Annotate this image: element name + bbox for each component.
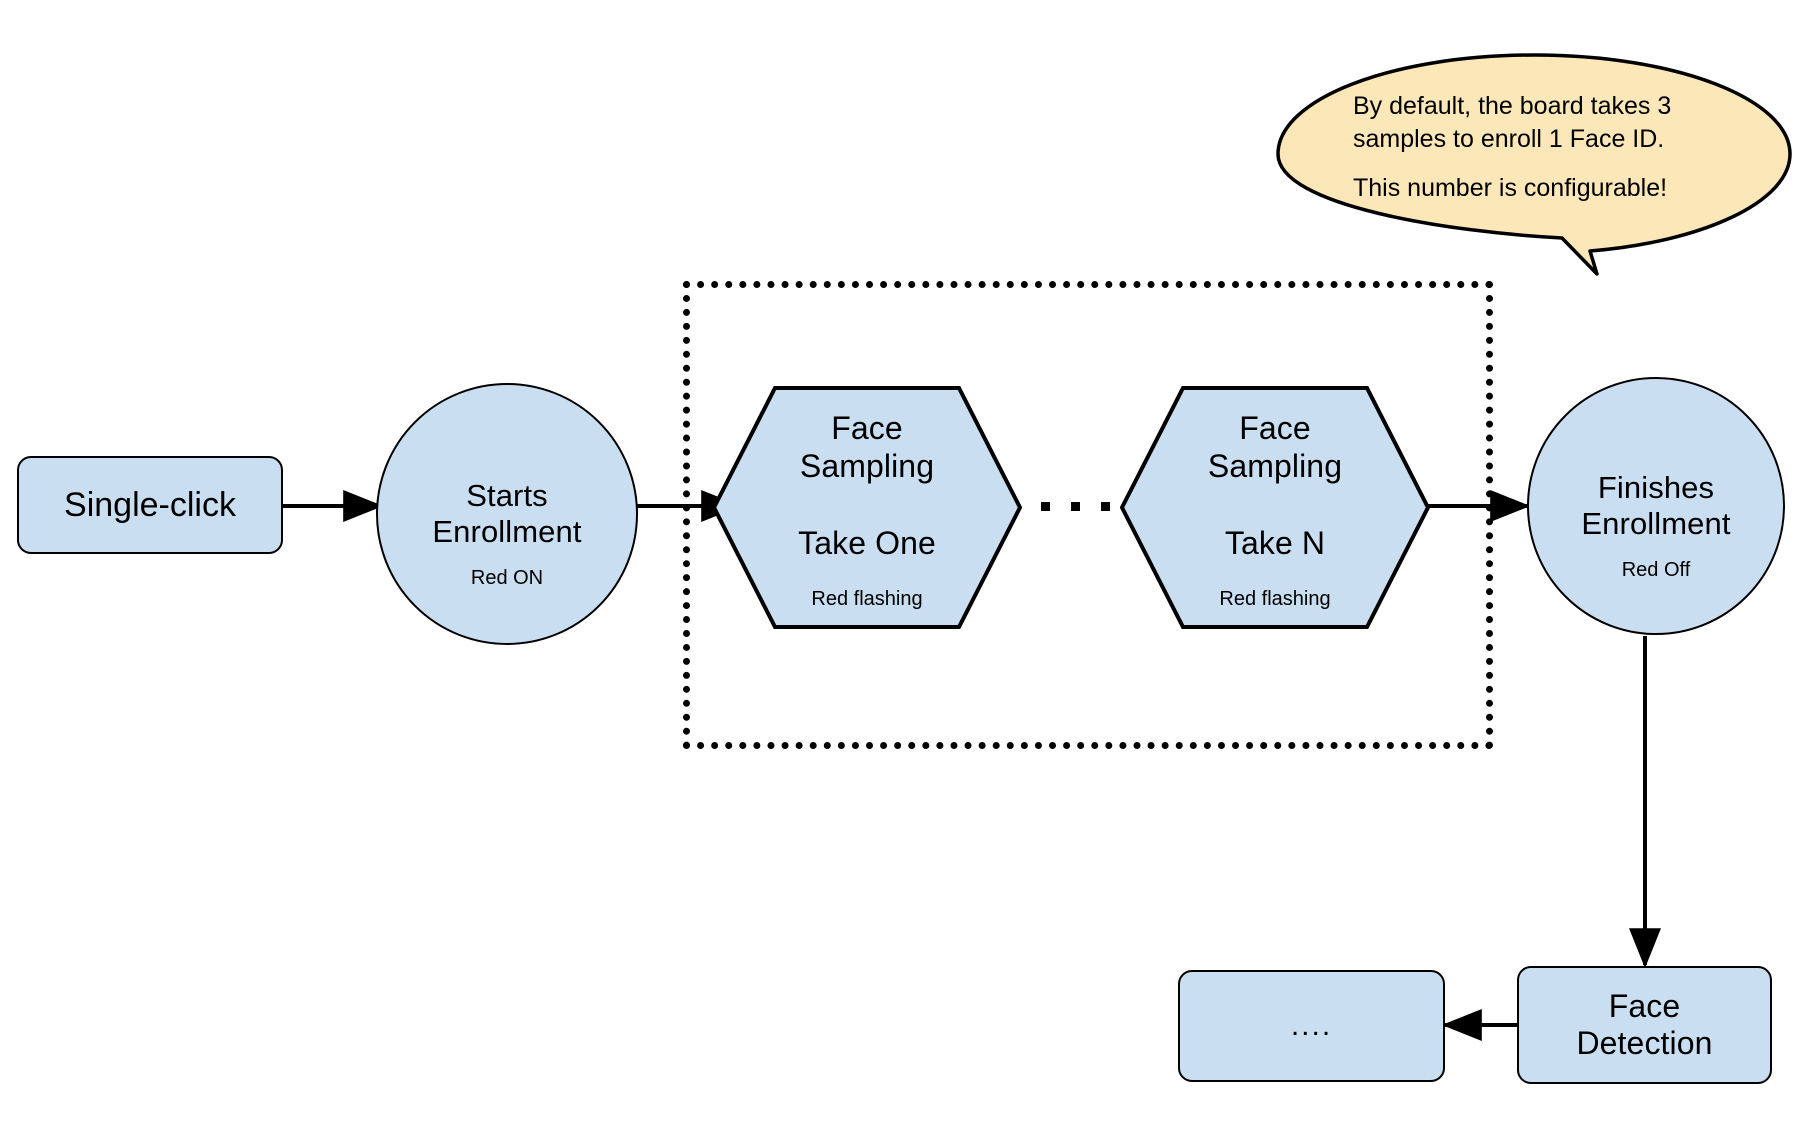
sampling-repeat-region [683, 281, 1493, 749]
ellipsis-dot [1071, 502, 1080, 511]
node-single-click[interactable]: Single-click [17, 456, 283, 554]
node-starts-enrollment-line2: Enrollment [432, 514, 582, 549]
node-finishes-enrollment-status: Red Off [1621, 559, 1691, 581]
node-face-detection-line2: Detection [1576, 1025, 1713, 1061]
node-starts-enrollment[interactable]: Starts Enrollment Red ON [376, 383, 638, 645]
node-face-sampling-n[interactable]: Face Sampling Take N Red flashing [1119, 386, 1431, 629]
node-face-detection-line1: Face [1608, 987, 1681, 1024]
ellipsis-dot [1041, 502, 1050, 511]
node-face-sampling-one[interactable]: Face Sampling Take One Red flashing [711, 386, 1023, 629]
callout-note: By default, the board takes 3 samples to… [1272, 52, 1795, 277]
node-finishes-enrollment[interactable]: Finishes Enrollment Red Off [1527, 377, 1785, 635]
hexagon-shape-one [711, 386, 1023, 629]
node-single-click-label: Single-click [64, 485, 236, 524]
node-continuation[interactable]: .... [1178, 970, 1445, 1082]
node-finishes-enrollment-line1: Finishes [1597, 470, 1715, 506]
node-finishes-enrollment-line2: Enrollment [1581, 506, 1731, 541]
node-continuation-label: .... [1290, 1009, 1333, 1042]
node-starts-enrollment-status: Red ON [470, 567, 544, 589]
callout-bubble-shape [1276, 53, 1792, 276]
node-starts-enrollment-line1: Starts [466, 478, 548, 514]
ellipsis-dot [1101, 502, 1110, 511]
hexagon-shape-n [1119, 386, 1431, 629]
node-face-detection[interactable]: Face Detection [1517, 966, 1772, 1084]
